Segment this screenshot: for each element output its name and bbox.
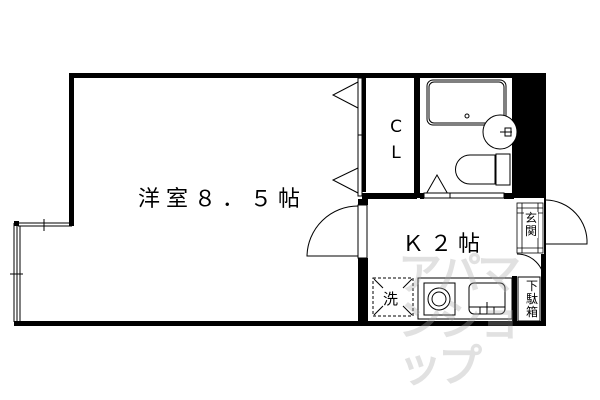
door-swing-entrance (545, 199, 588, 245)
getabako-label: 下駄箱 (525, 279, 539, 319)
closet-label-l: L (391, 143, 401, 163)
kitchen-counter (417, 277, 513, 320)
room-label-western: 洋室８．５帖 (138, 187, 307, 212)
outer-walls (14, 73, 546, 326)
door-swing-main (306, 205, 359, 257)
balcony-window (10, 219, 72, 322)
genkan-label: 玄関 (524, 211, 538, 238)
unit-bath (423, 79, 518, 199)
closet (331, 77, 420, 199)
kitchen-walls (358, 199, 517, 326)
closet-label: C L (386, 117, 406, 163)
room-label-kitchen: Ｋ２帖 (402, 232, 487, 257)
washer-label: 洗 (383, 290, 399, 308)
washer-space (372, 277, 414, 317)
watermark: アパマンショップ (398, 249, 522, 392)
closet-label-c: C (390, 117, 402, 137)
